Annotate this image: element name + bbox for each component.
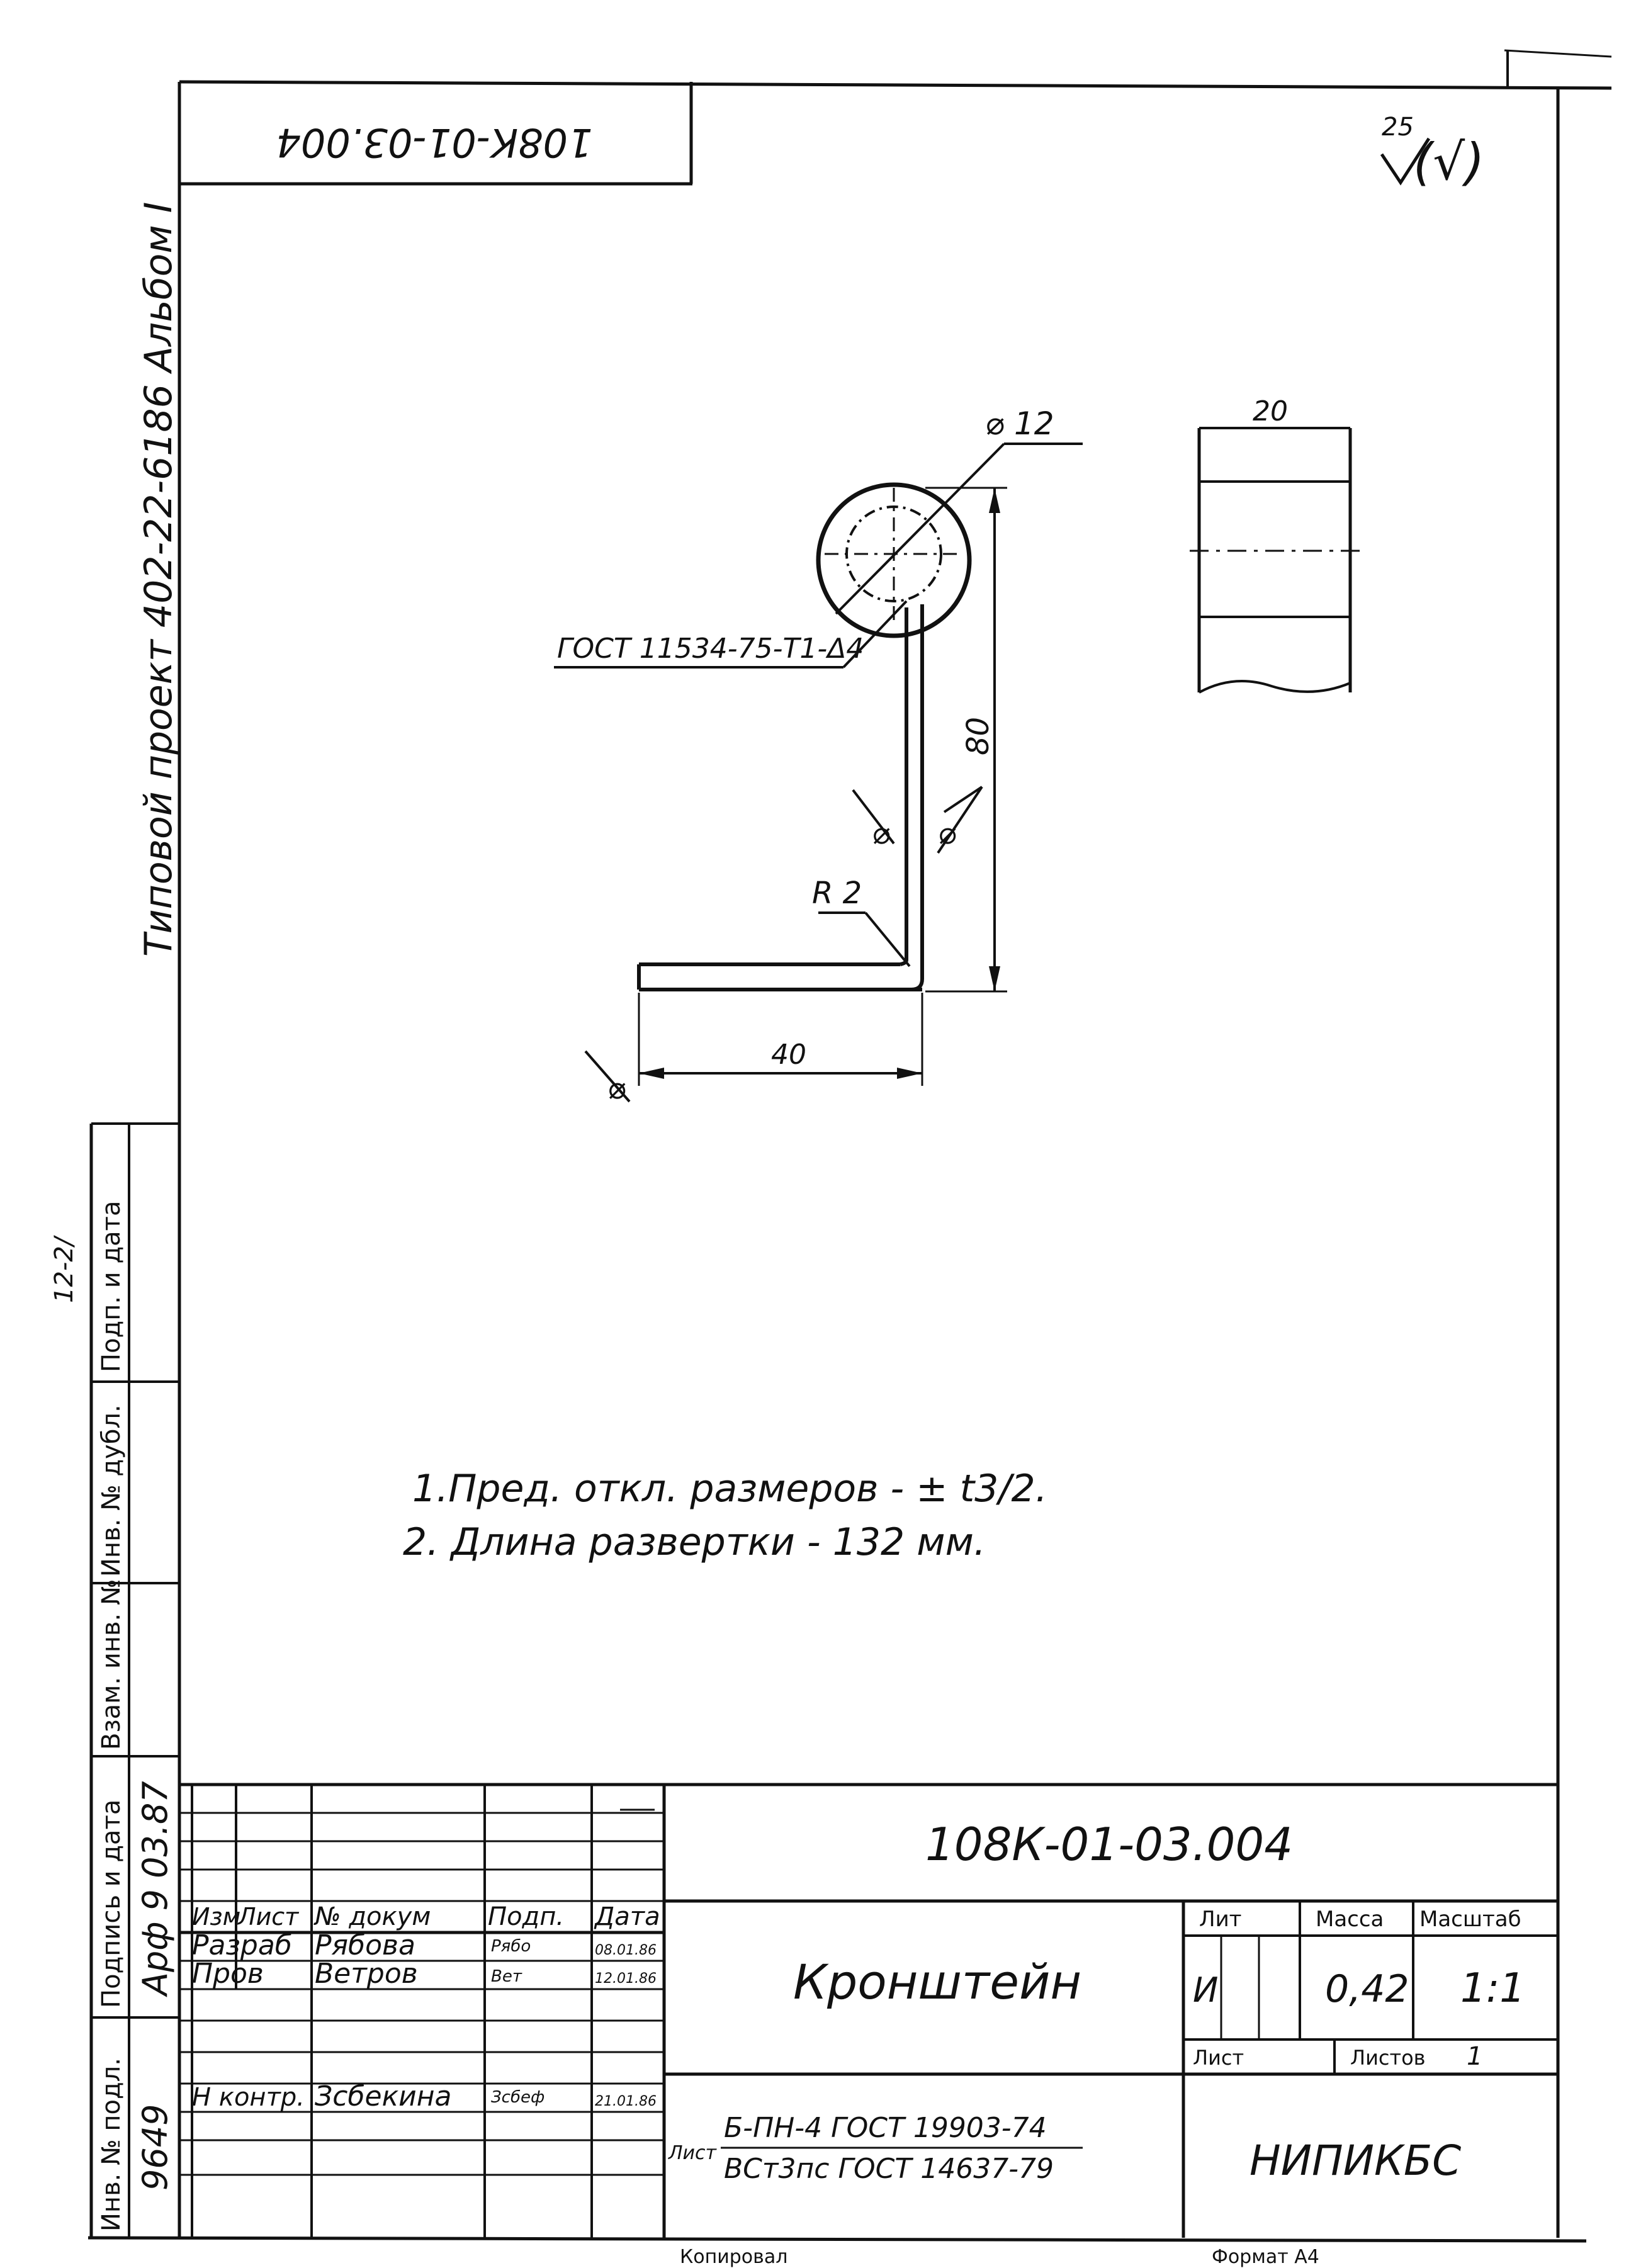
roughness-suffix: (√) bbox=[1413, 133, 1484, 191]
weld-mark-left: ⌀ bbox=[872, 816, 890, 851]
head-podp: Подп. bbox=[488, 1902, 564, 1931]
podp-data2-label: Подп. и дата bbox=[97, 1201, 126, 1372]
vzam-inv-label: Взам. инв. № bbox=[97, 1579, 126, 1750]
strip-width-dimension: 20 bbox=[1253, 395, 1288, 427]
lit-label: Лит bbox=[1199, 1907, 1241, 1932]
title-designation: 108К-01-03.004 bbox=[925, 1818, 1293, 1871]
format-label: Копировал bbox=[680, 2246, 787, 2268]
row-2-date: 12.01.86 bbox=[595, 1971, 657, 1987]
row-1-sign: Рябо bbox=[491, 1937, 531, 1956]
part-name: Кронштейн bbox=[793, 1954, 1081, 2010]
inv-podl-label: Инв. № подл. bbox=[97, 2058, 126, 2231]
roughness-mark: 25 (√) bbox=[1380, 113, 1484, 191]
head-izm: Изм bbox=[192, 1903, 240, 1931]
podp-data-value: Арф 9 03.87 bbox=[135, 1781, 175, 1997]
row-1-role: Разраб bbox=[192, 1929, 292, 1961]
top-stamp: 108К-01-03.004 bbox=[179, 82, 693, 186]
title-block: Изм Лист № докум Подп. Дата Разраб Рябов… bbox=[179, 1783, 1558, 2238]
width-dimension: 40 bbox=[771, 1039, 806, 1071]
row-3-role: Н контр. bbox=[192, 2083, 305, 2112]
scale-value: 1:1 bbox=[1460, 1965, 1525, 2012]
left-margin-stamp: Подп. и дата Инв. № дубл. Взам. инв. № П… bbox=[50, 1122, 179, 2238]
sheet-label: Лист bbox=[1193, 2046, 1244, 2070]
strip-side-view: 20 bbox=[1190, 395, 1360, 694]
row-3-sign: Зсбеф bbox=[491, 2088, 544, 2107]
row-3-date: 21.01.86 bbox=[595, 2094, 657, 2109]
sheet-frame bbox=[87, 49, 1612, 2243]
sheets-label: Листов bbox=[1350, 2046, 1426, 2070]
row-1-name: Рябова bbox=[315, 1929, 415, 1961]
head-list: Лист bbox=[237, 1903, 300, 1931]
mass-value: 0,42 bbox=[1325, 1967, 1409, 2011]
row-3-name: Зсбекина bbox=[315, 2080, 452, 2113]
inv-podl-value: 9649 bbox=[135, 2104, 175, 2191]
row-2-name: Ветров bbox=[315, 1958, 418, 1990]
radius-label: R 2 bbox=[812, 876, 862, 911]
row-2-sign: Вет bbox=[491, 1967, 522, 1986]
weld-mark-bottom: ⌀ bbox=[607, 1071, 626, 1106]
diameter-label: ⌀ 12 bbox=[985, 405, 1054, 442]
row-2-role: Пров bbox=[192, 1958, 264, 1990]
podp-data-label: Подпись и дата bbox=[97, 1800, 126, 2008]
sheets-value: 1 bbox=[1467, 2042, 1482, 2071]
organization: НИПИКБС bbox=[1250, 2136, 1461, 2185]
margin-scribble: 12-2/ bbox=[50, 1234, 79, 1303]
top-stamp-designation: 108К-01-03.004 bbox=[276, 120, 593, 166]
material-top: Б-ПН-4 ГОСТ 19903-74 bbox=[724, 2112, 1047, 2144]
weld-mark-right: ⌀ bbox=[938, 816, 956, 851]
row-1-date: 08.01.86 bbox=[595, 1943, 657, 1958]
material-bottom: ВСт3пс ГОСТ 14637-79 bbox=[724, 2153, 1054, 2185]
lit-value: И bbox=[1193, 1970, 1218, 2010]
roughness-value: 25 bbox=[1382, 113, 1414, 142]
material-prefix: Лист bbox=[668, 2142, 718, 2164]
format-value: Формат А4 bbox=[1212, 2246, 1319, 2268]
gost-callout: ГОСТ 11534-75-Т1-Δ4 bbox=[557, 633, 864, 665]
bracket-view bbox=[637, 482, 972, 991]
inv-dubl-label: Инв. № дубл. bbox=[97, 1404, 126, 1577]
scale-label: Масштаб bbox=[1419, 1907, 1521, 1932]
note-2: 2. Длина развертки - 132 мм. bbox=[403, 1520, 986, 1564]
head-doc: № докум bbox=[313, 1902, 431, 1931]
head-data: Дата bbox=[594, 1902, 660, 1931]
notes: 1.Пред. откл. размеров - ± t3/2. 2. Длин… bbox=[403, 1467, 1047, 1564]
side-title: Типовой проект 402-22-6186 Альбом I bbox=[137, 202, 181, 957]
note-1: 1.Пред. откл. размеров - ± t3/2. bbox=[412, 1467, 1047, 1511]
height-dimension: 80 bbox=[961, 717, 996, 755]
dimensions: ⌀ 12 80 40 R 2 ГОСТ 11534-75-Т1-Δ4 ⌀ ⌀ ⌀ bbox=[554, 405, 1083, 1106]
mass-label: Масса bbox=[1316, 1907, 1384, 1932]
